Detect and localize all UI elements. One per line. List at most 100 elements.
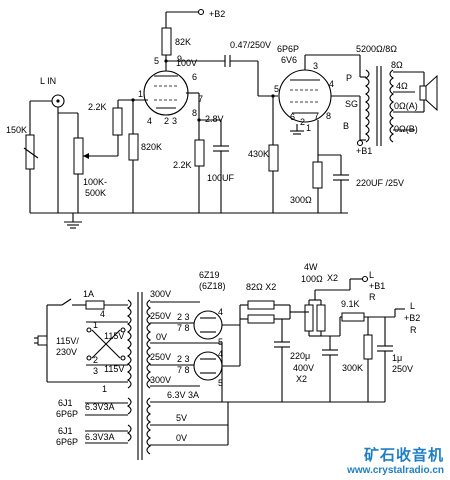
r91k-label: 9.1K	[341, 299, 360, 309]
fil2-tube-b: 6P6P	[56, 437, 78, 447]
tap0a-label: 0Ω(A)	[394, 101, 418, 111]
power-supply-section: 1A 115V/ 230V 4 1 2 3 1 115V 115V	[34, 262, 420, 460]
b2r-label: R	[410, 325, 417, 335]
t1-pin6: 6	[192, 72, 197, 82]
t1-pin8: 8	[192, 108, 197, 118]
r1-pin4: 4	[218, 307, 223, 317]
tube2-name-b: 6V6	[281, 55, 297, 65]
r82x2-label: 82Ω X2	[246, 282, 276, 292]
t1-pin4: 4	[147, 116, 152, 126]
rect-name-a: 6Z19	[199, 270, 220, 280]
r300-label: 300Ω	[290, 195, 312, 205]
pri-pin1b: 1	[102, 384, 107, 394]
s115b-label: 115V	[104, 364, 124, 374]
fuse	[85, 300, 105, 310]
rect-name-b: (6Z18)	[199, 281, 226, 291]
h63-label: 6.3V 3A	[167, 390, 199, 400]
pot-label-2: 500K	[85, 188, 106, 198]
v0-label: 0V	[176, 433, 187, 443]
c250-label: 250V	[392, 364, 413, 374]
r1-pin5: 5	[218, 337, 223, 347]
b2-label: +B2	[209, 9, 225, 19]
speaker-icon	[419, 74, 438, 112]
watermark-logo: 矿石收音机 www.crystalradio.cn	[347, 444, 444, 476]
b1-top-label: +B1	[356, 146, 372, 156]
sg-label: SG	[345, 99, 358, 109]
amplifier-section: L IN 150K 100K- 500K 2.2K 820K	[6, 8, 438, 229]
r820k-label: 820K	[141, 142, 162, 152]
t1-pin1: 1	[138, 89, 143, 99]
x2-label: X2	[327, 273, 338, 283]
t250b-label: 250V	[150, 352, 171, 362]
cap047-label: 0.47/250V	[230, 40, 271, 50]
input-label: L IN	[40, 76, 56, 86]
output-transformer	[365, 66, 394, 146]
c400-label: 400V	[293, 363, 314, 373]
w4-label: 4W	[304, 262, 318, 272]
r2-pin78: 7 8	[177, 365, 190, 375]
t2-pin7: 7	[314, 111, 319, 121]
fil1-tube-a: 6J1	[58, 398, 73, 408]
v100-label: 100V	[176, 58, 197, 68]
mains-label-a: 115V/	[56, 336, 79, 346]
s115a-label: 115V	[104, 331, 124, 341]
pri-pin3a: 3	[93, 366, 98, 376]
watermark-cn: 矿石收音机	[363, 446, 444, 464]
c100uf-label: 100UF	[207, 173, 235, 183]
b-label: B	[343, 121, 349, 131]
tube2-name-a: 6P6P	[277, 44, 299, 54]
c1u-label: 1μ	[392, 353, 402, 363]
v5-label: 5V	[176, 413, 187, 423]
r22a-label: 2.2K	[88, 102, 107, 112]
tap4-label: 4Ω	[396, 81, 408, 91]
t2-pin8: 8	[326, 111, 331, 121]
r1-pin78: 7 8	[177, 323, 190, 333]
fuse-label: 1A	[83, 289, 94, 299]
b2l-label: L	[410, 301, 415, 311]
cx2-label: X2	[296, 374, 307, 384]
ot-label: 5200Ω/8Ω	[356, 44, 397, 54]
c220-label: 220μ	[290, 351, 310, 361]
pri-pin4a: 4	[100, 309, 105, 319]
r2-pin4: 4	[218, 349, 223, 359]
r2-pin23: 2 3	[177, 354, 190, 364]
t1-pin2: 2	[164, 116, 169, 126]
t1-pin5: 5	[154, 56, 159, 66]
pri-pin2a: 2	[93, 355, 98, 365]
r1-pin23: 2 3	[177, 312, 190, 322]
r100-label: 100Ω	[301, 274, 323, 284]
r22b-label: 2.2K	[173, 160, 192, 170]
fil2-volt: 6.3V3A	[85, 432, 115, 442]
pot-label-1: 100K-	[83, 177, 107, 187]
b2-label: +B2	[404, 313, 420, 323]
t2-pin6: 6	[290, 112, 295, 122]
r150k-label: 150K	[6, 125, 27, 135]
v28-label: 2.8V	[205, 114, 224, 124]
c220uf-label: 220UF /25V	[356, 178, 404, 188]
t0a-label: 0V	[156, 332, 167, 342]
p-label: P	[346, 73, 352, 83]
fil1-tube-b: 6P6P	[56, 409, 78, 419]
t1-pin7: 7	[198, 94, 203, 104]
fil2-tube-a: 6J1	[58, 426, 73, 436]
t300a-label: 300V	[150, 289, 171, 299]
t1-pin3: 3	[172, 116, 177, 126]
tap8-label: 8Ω	[391, 60, 403, 70]
pri-pin1a: 1	[93, 320, 98, 330]
r300k-label: 300K	[342, 363, 363, 373]
b1-label: +B1	[369, 281, 385, 291]
mains-label-b: 230V	[56, 347, 77, 357]
watermark-url: www.crystalradio.cn	[347, 465, 444, 476]
t300b-label: 300V	[150, 375, 171, 385]
br-label: R	[369, 292, 376, 302]
tap0b-label: 0Ω(B)	[394, 124, 418, 134]
t2-pin2: 2	[300, 117, 305, 127]
power-switch	[61, 298, 72, 306]
r430k-label: 430K	[248, 149, 269, 159]
r2-pin5: 5	[218, 378, 223, 388]
t250a-label: 250V	[150, 311, 171, 321]
t2-pin1: 1	[306, 123, 311, 133]
mains-plug-icon	[34, 335, 48, 346]
r82k-label: 82K	[175, 37, 191, 47]
